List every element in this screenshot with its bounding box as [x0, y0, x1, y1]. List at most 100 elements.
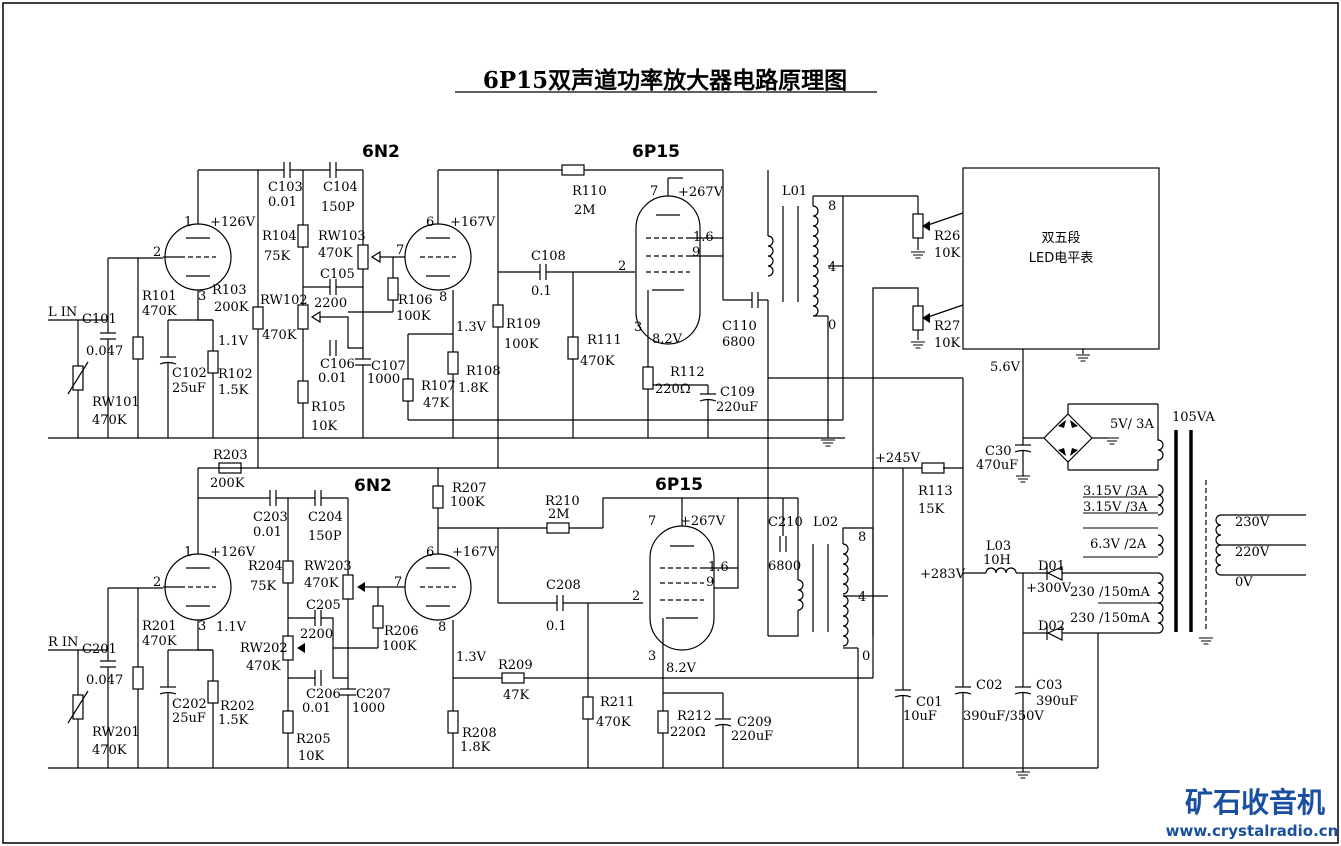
c104-label: C104 — [323, 180, 358, 195]
primary-230v: 230V — [1235, 515, 1270, 530]
voltage-label: 8.2V — [652, 332, 683, 347]
tap-label: 8 — [858, 530, 866, 545]
transformer-rating: 105VA — [1172, 410, 1215, 425]
c30-value: 470uF — [976, 458, 1018, 473]
secondary-6v3: 6.3V /2A — [1090, 537, 1147, 552]
r102-value: 1.5K — [218, 383, 249, 398]
c109-label: C109 — [720, 385, 755, 400]
pin-label: 1.6 — [708, 560, 729, 575]
c204-label: C204 — [308, 510, 343, 525]
c202-value: 25uF — [172, 711, 206, 726]
r27-label: R27 — [934, 319, 960, 334]
c205-value: 2200 — [300, 627, 333, 642]
pin-label: 7 — [650, 184, 658, 199]
c102-label: C102 — [172, 366, 207, 381]
pin-label: 9 — [706, 575, 714, 590]
r208-value: 1.8K — [460, 740, 491, 755]
r206-value: 100K — [382, 639, 417, 654]
c208-label: C208 — [546, 578, 581, 593]
r109-value: 100K — [504, 337, 539, 352]
voltage-label: 1.1V — [218, 334, 249, 349]
tap-label: 8 — [828, 199, 836, 214]
c30-label: C30 — [985, 444, 1012, 459]
voltage-label: +267V — [678, 185, 724, 200]
pin-label: 2 — [153, 575, 161, 590]
rw201-label: RW201 — [92, 725, 140, 740]
l02-label: L02 — [813, 515, 838, 530]
voltage-label: +283V — [920, 567, 966, 582]
pin-label: 1.6 — [693, 230, 714, 245]
c108-value: 0.1 — [531, 284, 552, 299]
output-transformer-l02: L02 8 4 0 — [768, 498, 888, 768]
right-channel: R203 200K R IN C201 0.047 RW201 470K R20… — [48, 448, 1098, 769]
r209-value: 47K — [503, 688, 530, 703]
r210-label: R210 — [545, 494, 580, 509]
c106-value: 0.01 — [318, 371, 347, 386]
r108-value: 1.8K — [458, 381, 489, 396]
l01-label: L01 — [782, 184, 807, 199]
meter-label-line1: 双五段 — [1041, 231, 1080, 246]
r201-label: R201 — [142, 619, 177, 634]
r26-value: 10K — [934, 246, 961, 261]
power-supply: R113 15K C01 10uF +283V L03 10H C02 390u… — [894, 403, 1306, 779]
left-input-label: L IN — [48, 305, 77, 320]
r110-label: R110 — [572, 184, 607, 199]
c102-value: 25uF — [172, 381, 206, 396]
c01-value: 10uF — [903, 709, 937, 724]
c104-value: 150P — [321, 200, 355, 215]
c201-value: 0.047 — [86, 673, 123, 688]
pin-label: 7 — [394, 575, 402, 590]
c206-value: 0.01 — [302, 701, 331, 716]
r204-label: R204 — [248, 559, 283, 574]
c209-label: C209 — [737, 715, 772, 730]
c101-value: 0.047 — [86, 344, 123, 359]
rw101-value: 470K — [92, 413, 127, 428]
c03-value: 390uF — [1036, 694, 1078, 709]
rw101-label: RW101 — [92, 395, 140, 410]
c210-value: 6800 — [768, 559, 801, 574]
r105-value: 10K — [311, 419, 338, 434]
secondary-3v15-a: 3.15V /3A — [1083, 484, 1148, 499]
c110-value: 6800 — [722, 335, 755, 350]
r101-value: 470K — [142, 304, 177, 319]
d01-label: D01 — [1038, 559, 1065, 574]
c108-label: C108 — [531, 249, 566, 264]
rw201-value: 470K — [92, 743, 127, 758]
pin-label: 3 — [198, 289, 206, 304]
r113-value: 15K — [918, 502, 945, 517]
pin-label: 6 — [426, 215, 434, 230]
watermark-brand: 矿石收音机 — [1185, 786, 1325, 819]
watermark-url: www.crystalradio.cn — [1166, 822, 1339, 840]
r205-label: R205 — [296, 732, 331, 747]
voltage-label: 1.1V — [216, 620, 247, 635]
c202-label: C202 — [172, 697, 207, 712]
tube-label-6p15-b: 6P15 — [655, 475, 703, 495]
r212-label: R212 — [677, 709, 712, 724]
r103-value: 200K — [214, 300, 249, 315]
meter-supply-voltage: 5.6V — [990, 360, 1021, 375]
primary-220v: 220V — [1235, 545, 1270, 560]
c205-label: C205 — [306, 598, 341, 613]
r210-value: 2M — [548, 507, 570, 522]
c02-value: 390uF/350V — [963, 709, 1044, 724]
r107-label: R107 — [421, 379, 456, 394]
r209-label: R209 — [498, 658, 533, 673]
r104-label: R104 — [262, 229, 297, 244]
r203-label: R203 — [213, 448, 248, 463]
pin-label: 7 — [396, 243, 404, 258]
c106-label: C106 — [320, 357, 355, 372]
voltage-label: +167V — [452, 545, 498, 560]
c208-value: 0.1 — [546, 619, 567, 634]
voltage-label: 8.2V — [666, 661, 697, 676]
c201-label: C201 — [82, 642, 117, 657]
r207-value: 100K — [450, 495, 485, 510]
r206-label: R206 — [384, 624, 419, 639]
r112-value: 220Ω — [655, 382, 691, 397]
r212-value: 220Ω — [670, 725, 706, 740]
r113-label: R113 — [918, 484, 953, 499]
pin-label: 2 — [153, 245, 161, 260]
c02-label: C02 — [976, 678, 1003, 693]
pin-label: 3 — [198, 619, 206, 634]
r202-label: R202 — [220, 699, 255, 714]
